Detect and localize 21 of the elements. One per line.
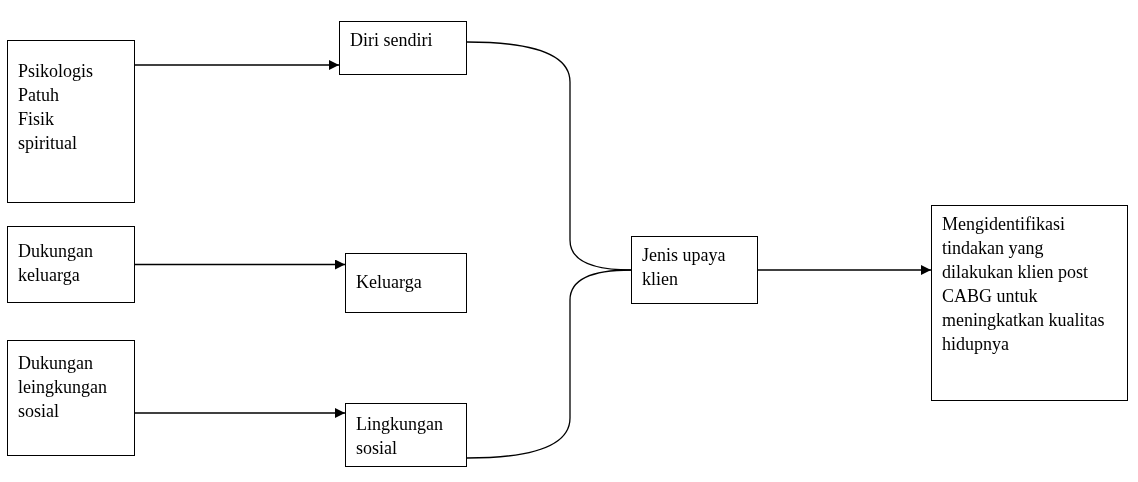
arrow: [134, 259, 346, 270]
box-label: Dukungan keluarga: [18, 240, 94, 287]
text-box: [631, 236, 758, 304]
box-label: Diri sendiri: [350, 29, 434, 52]
brace-connector: [466, 269, 632, 459]
text-box: [7, 340, 135, 456]
box-label: Keluarga: [356, 271, 423, 294]
box-label: Lingkungan sosial: [356, 413, 444, 460]
arrow: [134, 408, 346, 418]
text-box: [345, 253, 467, 313]
text-box: [7, 40, 135, 203]
text-box: [931, 205, 1128, 401]
text-box: [345, 403, 467, 467]
box-label: Dukungan leingkungan sosial: [18, 352, 108, 423]
box-label: Psikologis Patuh Fisik spiritual: [18, 60, 94, 155]
arrow: [134, 60, 340, 70]
box-label: Mengidentifikasi tindakan yang dilakukan klien post CABG untuk meningkatkan kualitas hidupnya: [942, 213, 1106, 356]
text-box: [7, 226, 135, 303]
arrow: [757, 265, 932, 275]
text-box: [339, 21, 467, 75]
box-label: Jenis upaya klien: [642, 244, 727, 291]
